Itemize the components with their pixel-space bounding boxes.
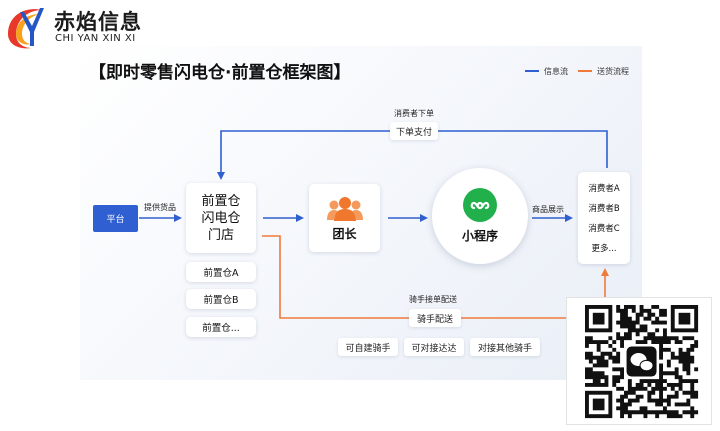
rider-caption: 骑手接单配送: [409, 295, 457, 304]
sub-warehouse-more: 前置仓...: [186, 317, 256, 337]
order-pay-chip: 下单支付: [390, 122, 438, 140]
rider-delivery-chip: 骑手配送: [409, 309, 461, 327]
diagram-title: 【即时零售闪电仓·前置仓框架图】: [89, 63, 351, 83]
warehouse-line-3: 门店: [207, 227, 234, 243]
legend-delivery-swatch: [578, 70, 592, 72]
consumer-more: 更多...: [591, 244, 617, 254]
wechat-mini-program-icon: [463, 188, 497, 222]
group-people-icon: [326, 196, 363, 221]
warehouse-node: 前置仓 闪电仓 门店: [186, 183, 256, 253]
sub-warehouse-b: 前置仓B: [186, 289, 256, 309]
rider-option-dada: 可对接达达: [404, 338, 464, 356]
warehouse-line-1: 前置仓: [201, 193, 241, 209]
brand-name: 赤焰信息: [54, 10, 142, 34]
brand-name-en: CHI YAN XIN XI: [55, 33, 136, 44]
legend-info-swatch: [525, 70, 539, 72]
warehouse-line-2: 闪电仓: [201, 210, 241, 226]
legend-delivery-label: 送货流程: [597, 67, 629, 76]
rider-option-other: 对接其他骑手: [470, 338, 540, 356]
product-display-label: 商品展示: [532, 205, 564, 214]
legend-info-label: 信息流: [544, 67, 568, 76]
consumer-c: 消费者C: [588, 224, 620, 234]
order-caption: 消费者下单: [394, 109, 434, 118]
provide-goods-label: 提供货品: [144, 203, 176, 212]
consumer-b: 消费者B: [588, 204, 620, 214]
group-leader-label: 团长: [332, 226, 357, 241]
rider-option-self: 可自建骑手: [338, 338, 398, 356]
qr-code-icon: [585, 305, 699, 419]
mini-program-label: 小程序: [461, 229, 498, 243]
consumer-a: 消费者A: [588, 184, 620, 194]
platform-node: 平台: [93, 205, 138, 232]
qr-code[interactable]: [566, 297, 712, 425]
brand-logo-icon: [8, 8, 44, 49]
mini-program-node: 小程序: [432, 168, 528, 264]
consumers-node: 消费者A 消费者B 消费者C 更多...: [578, 172, 630, 264]
sub-warehouse-a: 前置仓A: [186, 262, 256, 282]
group-leader-node: 团长: [309, 184, 380, 252]
